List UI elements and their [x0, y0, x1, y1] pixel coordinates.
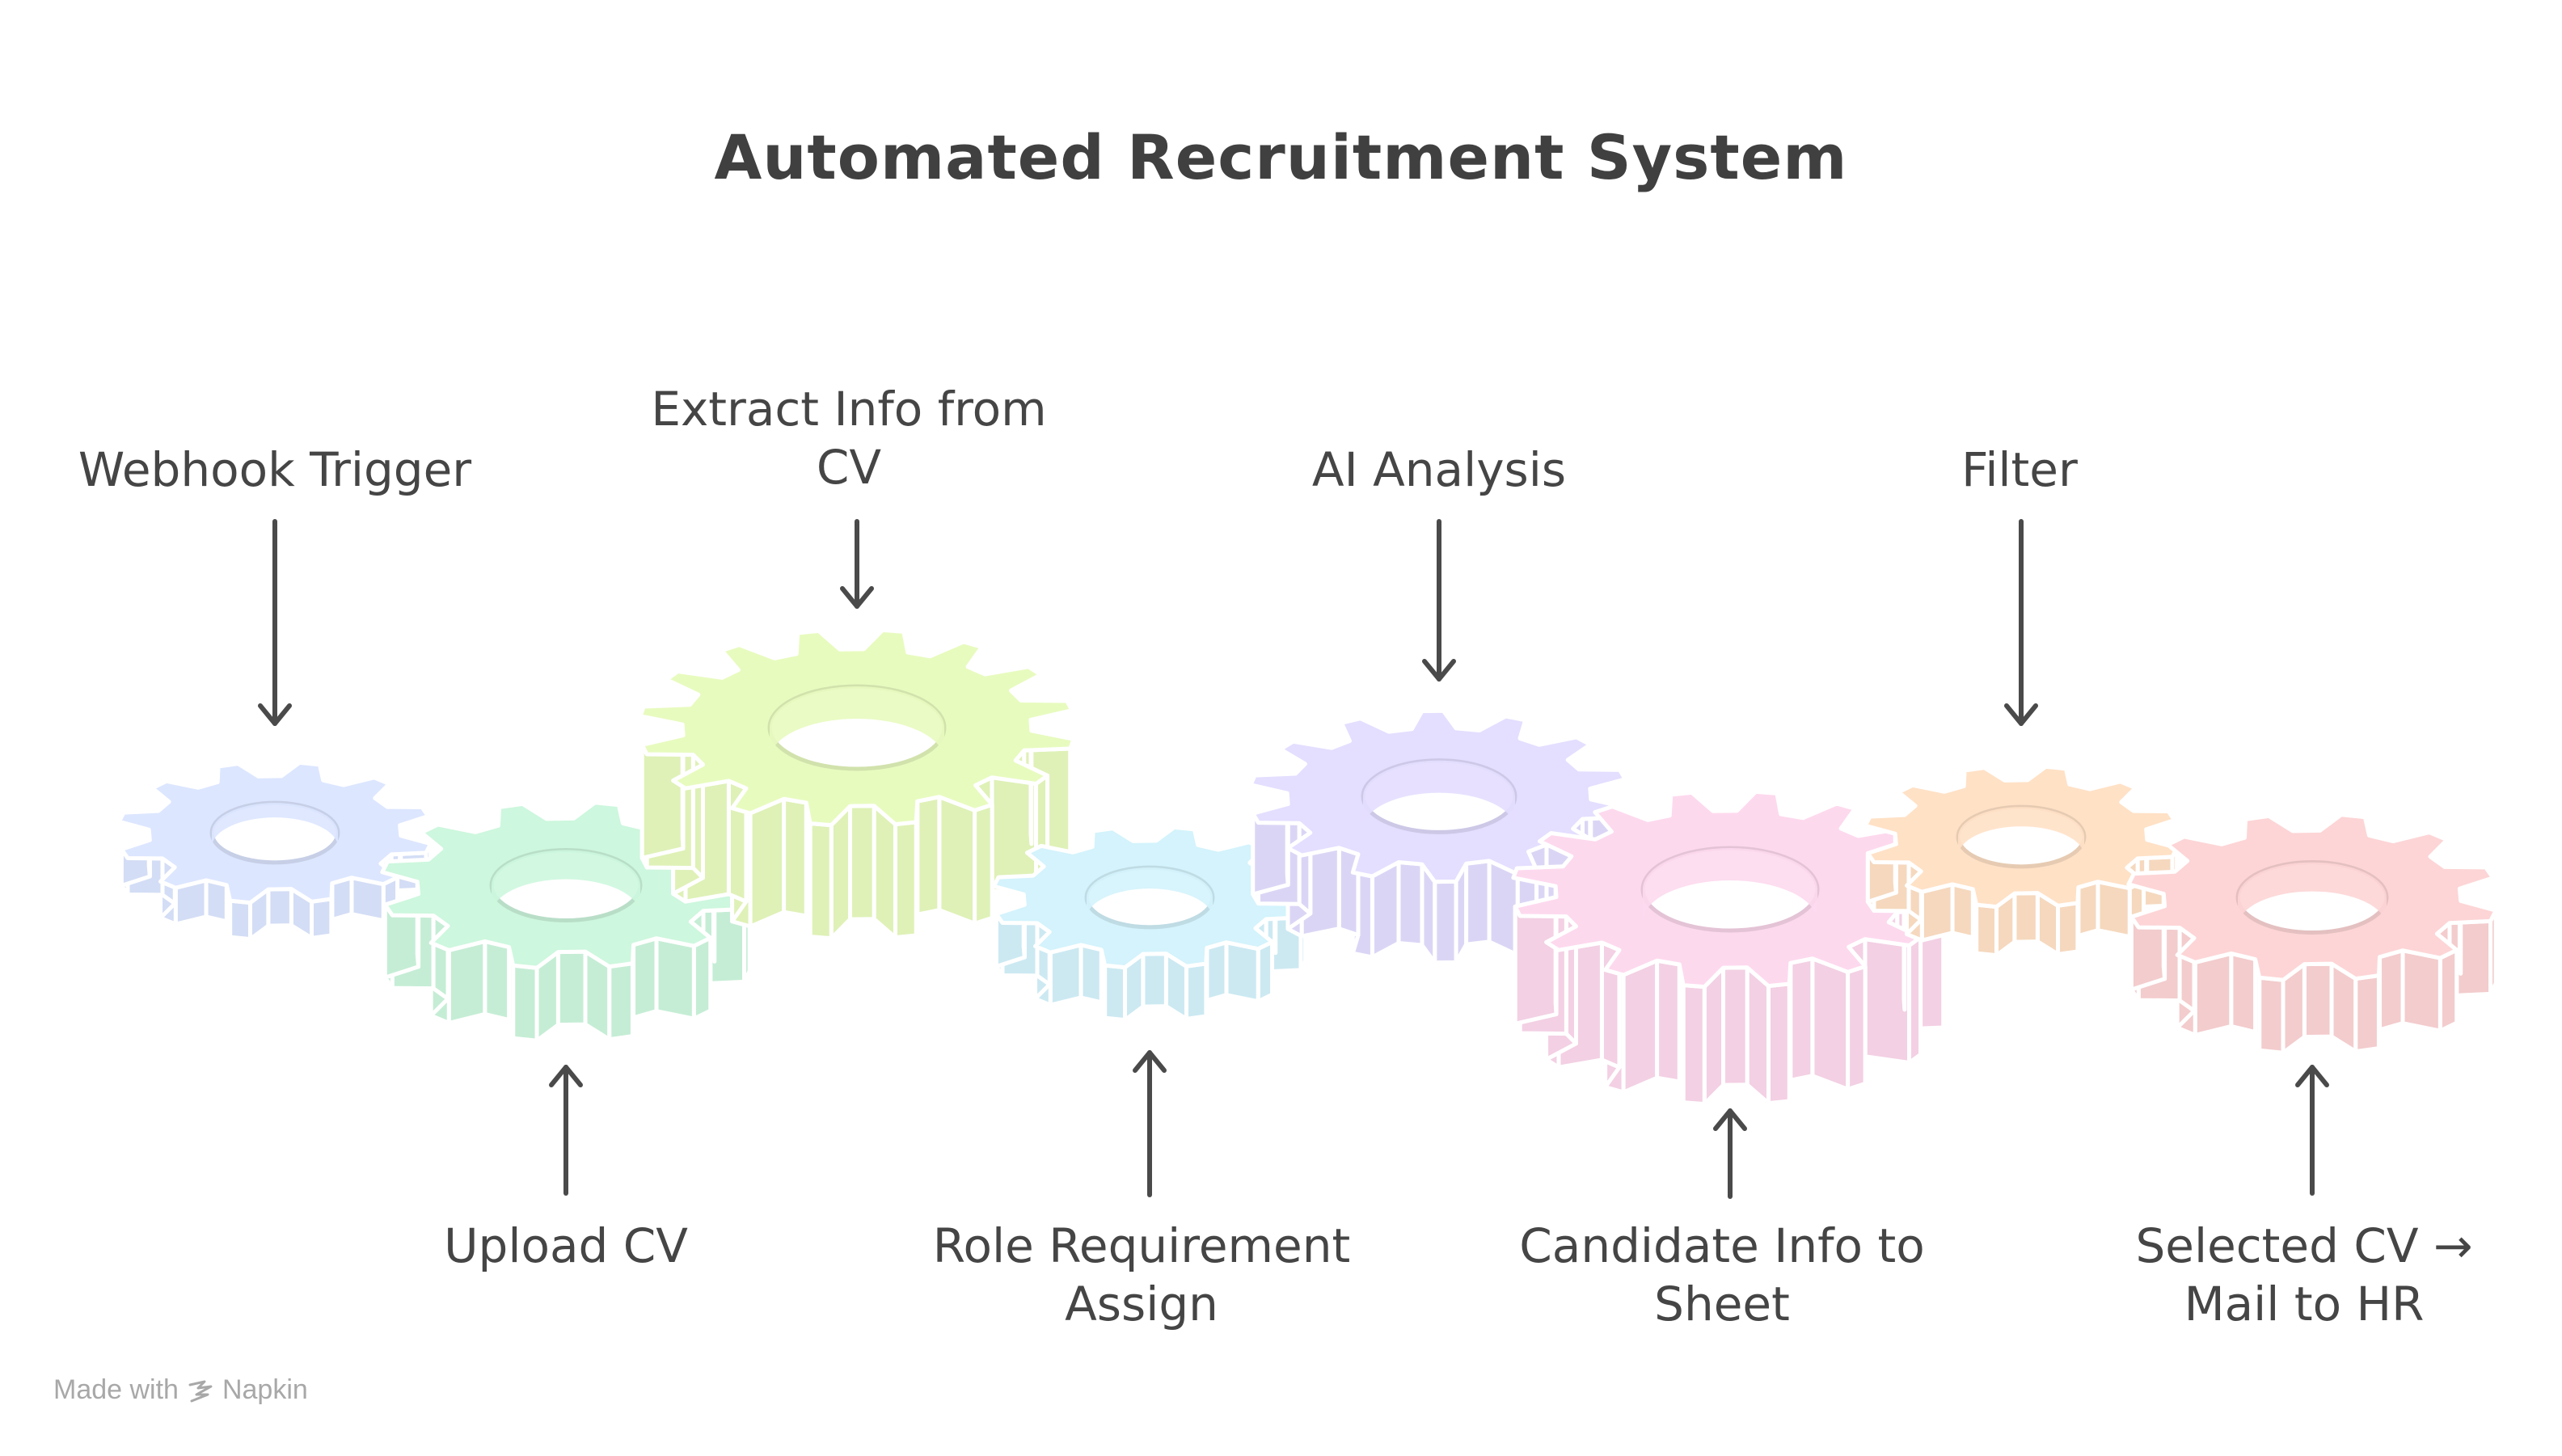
arrow-up-selected — [2295, 1065, 2329, 1196]
arrow-down-ai — [1422, 519, 1456, 683]
arrow-up-role — [1133, 1050, 1167, 1197]
gear-candidate — [1511, 789, 1949, 1107]
gear-selected — [2126, 812, 2498, 1055]
arrow-up-candidate — [1713, 1108, 1747, 1199]
label-upload-cv: Upload CV — [444, 1218, 688, 1273]
label-role-requirement: Role Requirement Assign — [932, 1218, 1351, 1332]
arrow-up-upload — [549, 1065, 583, 1196]
made-with-text: Made with — [53, 1374, 179, 1405]
label-webhook-trigger: Webhook Trigger — [78, 442, 472, 497]
label-filter: Filter — [1961, 442, 2078, 497]
arrow-down-extract — [840, 519, 874, 610]
gear-extract — [638, 627, 1076, 941]
arrow-down-webhook — [258, 519, 292, 728]
napkin-brand-text: Napkin — [222, 1374, 308, 1405]
label-extract-info: Extract Info from CV — [651, 382, 1047, 495]
napkin-logo-icon — [188, 1380, 213, 1402]
napkin-footer: Made with Napkin — [53, 1374, 308, 1406]
label-ai-analysis: AI Analysis — [1311, 442, 1567, 497]
gear-webhook — [116, 760, 433, 942]
label-selected-cv: Selected CV → Mail to HR — [2135, 1218, 2473, 1332]
label-candidate-info: Candidate Info to Sheet — [1519, 1218, 1925, 1332]
diagram-title: Automated Recruitment System — [714, 121, 1848, 193]
arrow-down-filter — [2004, 519, 2038, 728]
